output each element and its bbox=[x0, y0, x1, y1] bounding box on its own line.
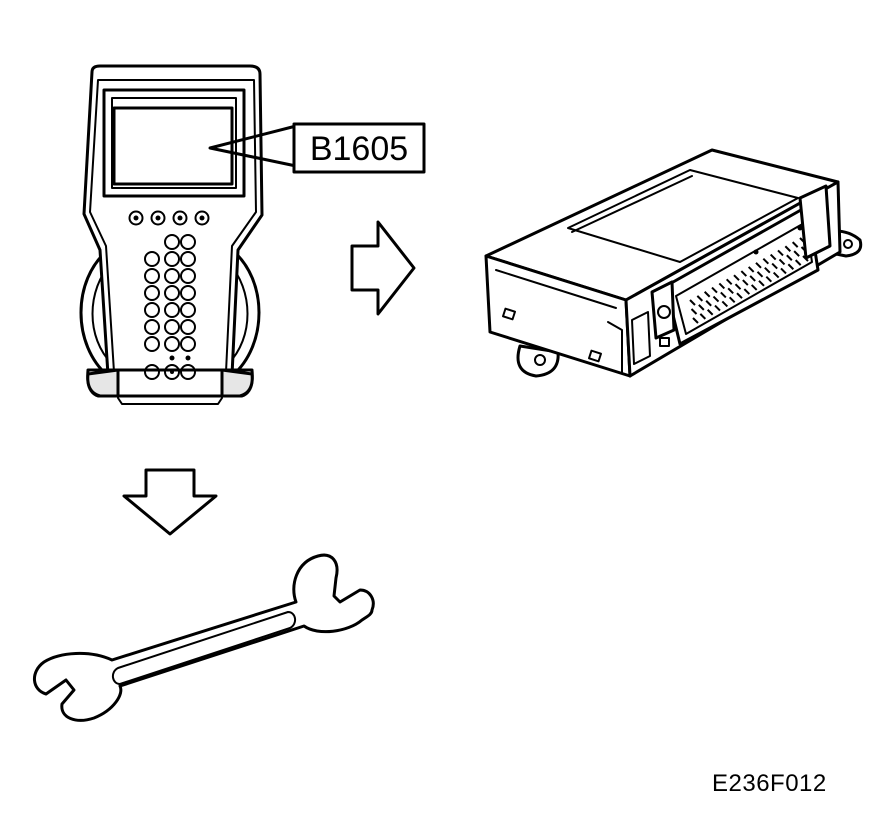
figure-id-label: E236F012 bbox=[712, 770, 827, 797]
connector-pin bbox=[740, 270, 748, 277]
connector-pin bbox=[762, 257, 770, 265]
connector-pin bbox=[765, 275, 773, 283]
keypad-key bbox=[164, 268, 180, 284]
connector-pin bbox=[758, 280, 765, 287]
connector-pin bbox=[728, 296, 736, 304]
connector-pin bbox=[698, 304, 705, 311]
connector-pin bbox=[778, 258, 786, 266]
keypad-key bbox=[144, 285, 160, 301]
keypad-key bbox=[144, 319, 160, 335]
connector-pin bbox=[736, 292, 743, 299]
connector-pin bbox=[750, 284, 758, 291]
keypad-key bbox=[164, 234, 180, 250]
connector-pin bbox=[690, 308, 698, 315]
connector-pin bbox=[703, 291, 711, 298]
keypad-key bbox=[164, 302, 180, 318]
connector-pin bbox=[725, 278, 733, 286]
connector-pin bbox=[794, 259, 802, 266]
keypad-key bbox=[144, 251, 160, 267]
connector-pin bbox=[711, 286, 718, 294]
diagnostic-scan-tool-icon bbox=[79, 64, 264, 405]
connector-pin bbox=[720, 291, 727, 299]
connector-pin bbox=[769, 253, 777, 261]
connector-pin bbox=[714, 304, 721, 312]
connector-pin bbox=[787, 263, 795, 270]
keypad bbox=[144, 234, 196, 352]
electronic-control-module-icon bbox=[484, 148, 863, 378]
connector-pins bbox=[689, 237, 809, 324]
keypad-key bbox=[180, 336, 196, 352]
connector-pin bbox=[777, 249, 784, 257]
trouble-code-callout: B1605 bbox=[208, 122, 426, 174]
keypad-key bbox=[180, 268, 196, 284]
connector-pin bbox=[692, 317, 699, 324]
wrench-icon bbox=[33, 553, 375, 722]
connector-pin bbox=[743, 288, 751, 295]
connector-pin bbox=[756, 271, 764, 278]
connector-pin bbox=[771, 262, 778, 270]
connector-pin bbox=[721, 300, 729, 308]
trouble-code-text: B1605 bbox=[310, 130, 408, 168]
connector-pin bbox=[784, 245, 792, 252]
connector-pin bbox=[764, 266, 771, 274]
arrow-right-icon bbox=[350, 220, 416, 316]
connector-pin bbox=[689, 299, 696, 306]
connector-pin bbox=[718, 282, 726, 290]
connector-pin bbox=[747, 266, 755, 273]
keypad-key bbox=[180, 319, 196, 335]
keypad-key bbox=[164, 319, 180, 335]
connector-pin bbox=[786, 254, 793, 261]
connector-pin bbox=[749, 275, 756, 282]
connector-pin bbox=[755, 262, 762, 269]
connector-pin bbox=[780, 267, 787, 275]
connector-pin bbox=[727, 287, 734, 295]
keypad-key bbox=[164, 285, 180, 301]
keypad-key bbox=[180, 285, 196, 301]
connector-pin bbox=[696, 295, 704, 302]
keypad-key bbox=[144, 336, 160, 352]
keypad-key bbox=[180, 234, 196, 250]
keypad-key bbox=[144, 302, 160, 318]
connector-pin bbox=[705, 300, 712, 307]
keypad-key bbox=[144, 268, 160, 284]
connector-pin bbox=[772, 271, 780, 279]
connector-pin bbox=[712, 295, 720, 303]
keypad-key bbox=[180, 251, 196, 267]
connector-pin bbox=[734, 283, 742, 290]
connector-pin bbox=[733, 274, 740, 281]
arrow-down-icon bbox=[122, 468, 218, 536]
keypad-key bbox=[180, 302, 196, 318]
keypad-key bbox=[164, 336, 180, 352]
connector-pin bbox=[793, 250, 800, 257]
connector-pin bbox=[706, 309, 714, 316]
connector-pin bbox=[699, 313, 707, 320]
keypad-key bbox=[164, 251, 180, 267]
connector-pin bbox=[742, 279, 749, 286]
connector-pin bbox=[791, 241, 799, 248]
